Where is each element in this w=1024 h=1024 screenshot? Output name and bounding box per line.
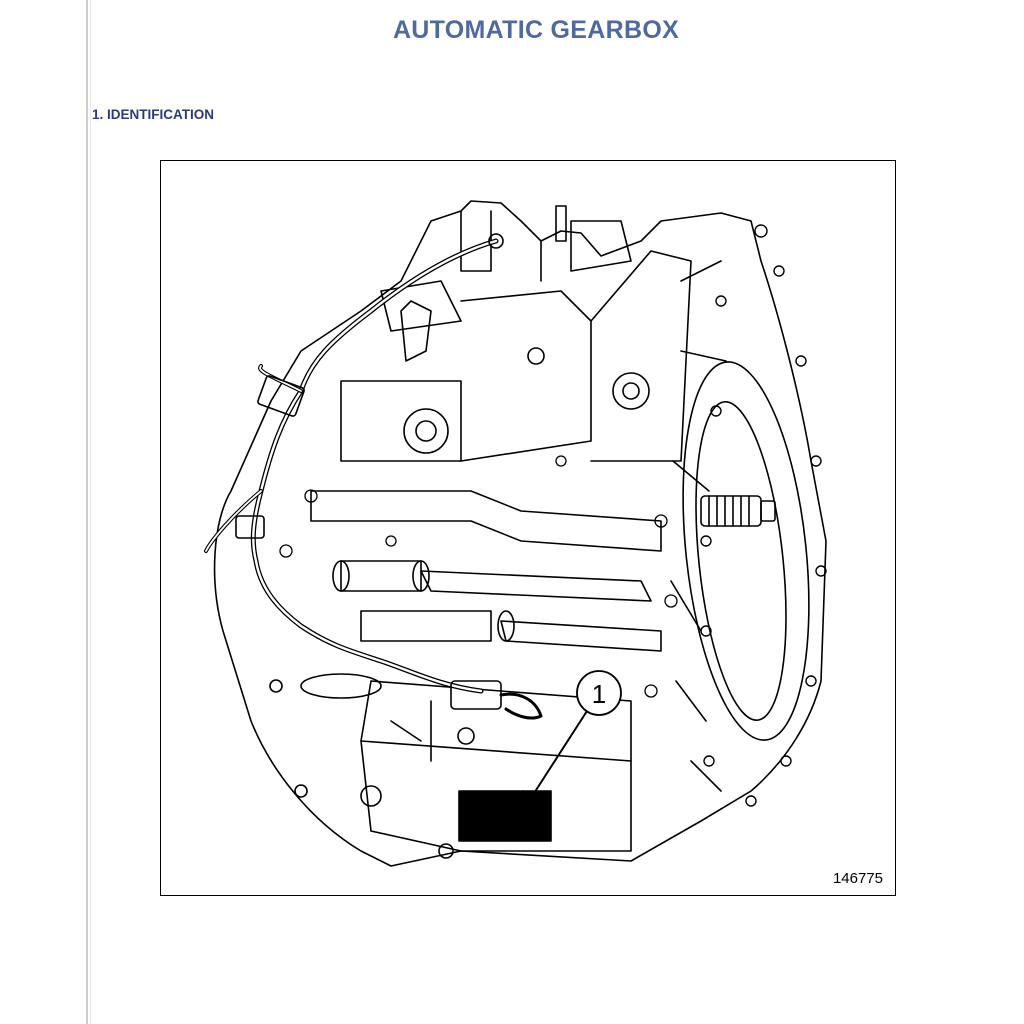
lower-pan (360, 740, 632, 852)
gearbox-drawing: 1 (204, 200, 827, 867)
figure-number: 146775 (832, 870, 883, 887)
figure-frame: 1 146775 (160, 160, 896, 896)
callout-label: 1 (592, 679, 606, 709)
page-margin-rule (86, 0, 88, 1024)
bell-housing-rim (682, 361, 810, 741)
identification-plate (458, 790, 552, 842)
bell-housing-inner (695, 401, 787, 721)
page-title: AUTOMATIC GEARBOX (392, 16, 680, 44)
page-margin-rule-inner (90, 0, 91, 1024)
callout-arrow (515, 670, 622, 814)
output-shaft (700, 495, 776, 527)
housing-outline (213, 200, 827, 867)
section-heading: 1. IDENTIFICATION (92, 107, 215, 122)
